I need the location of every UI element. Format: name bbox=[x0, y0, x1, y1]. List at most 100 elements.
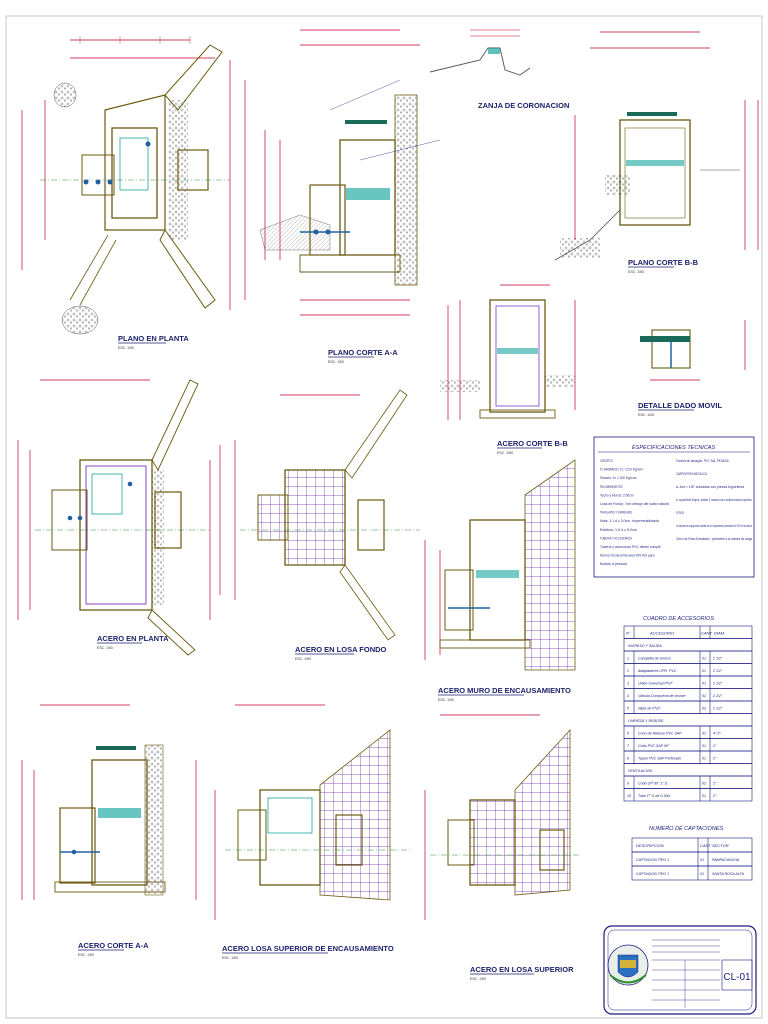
table-header-cell: ACCESORIO bbox=[649, 631, 674, 636]
view-title: ACERO EN PLANTA bbox=[97, 634, 169, 643]
table-header-cell: DIAM. bbox=[714, 631, 725, 636]
table-cell: 02 bbox=[702, 782, 706, 786]
view-scale: ESC. 1/50 bbox=[97, 646, 113, 650]
table-section-label: LIMPIEZA Y REBOSE bbox=[628, 719, 664, 723]
view-scale: ESC. 1/50 bbox=[438, 698, 454, 702]
view-scale: ESC. 1/50 bbox=[118, 346, 134, 350]
zanja-coronacion-view: ZANJA DE CORONACION bbox=[429, 29, 569, 110]
sheet-number: CL-01 bbox=[723, 972, 751, 983]
table-cell: Tubo F° G de 0.30m bbox=[638, 794, 670, 798]
table-cell: 2" bbox=[712, 782, 717, 786]
spec-line: Nota: 1.1 d ≤ 3.0cm, Impermeabilizado bbox=[600, 519, 659, 523]
acero-planta-view: ACERO EN PLANTA ESC. 1/50 bbox=[17, 379, 211, 656]
table-cell: 7 bbox=[627, 744, 630, 748]
table-cell: 01 bbox=[702, 669, 706, 673]
spec-line: TRASLAPES Y EMPALMES bbox=[600, 511, 632, 515]
table-cell: 2 1/2" bbox=[712, 669, 723, 673]
spec-line: CARPINTERIA METALICA bbox=[676, 472, 708, 476]
detalle-dado-view: DETALLE DADO MOVIL ESC. 1/25 bbox=[638, 320, 746, 417]
acero-losa-superior-view: ACERO EN LOSA SUPERIOR ESC. 1/50 bbox=[424, 714, 580, 981]
table-cell: 10 bbox=[627, 794, 631, 798]
spec-line: fluidos a presión bbox=[600, 562, 627, 566]
view-title: ACERO EN LOSA SUPERIOR bbox=[470, 965, 574, 974]
view-title: PLANO EN PLANTA bbox=[118, 334, 189, 343]
table-cell: 5 bbox=[627, 707, 629, 711]
view-scale: ESC. 1/50 bbox=[328, 360, 344, 364]
table-cell: Adaptadores UPR. PVC bbox=[637, 669, 677, 673]
spec-line: CONCRETO bbox=[600, 459, 613, 463]
spec-line: RECUBRIMIENTOS bbox=[600, 485, 622, 489]
table-cell: Válvula Compuerta de bronce bbox=[638, 694, 686, 698]
title-block: CL-01 bbox=[603, 925, 757, 1015]
view-scale: ESC. 1/50 bbox=[497, 451, 513, 455]
spec-line: La cámara de carga será dotada de un emp… bbox=[676, 524, 752, 528]
table-header-cell: SECTOR bbox=[712, 843, 729, 848]
view-scale: ESC. 1/25 bbox=[638, 413, 654, 417]
table-cell: 4 bbox=[627, 694, 629, 698]
specs-right-column: Tubería de desagüe: PVC SAL PESADACARPIN… bbox=[676, 459, 752, 541]
table-cell: CAPTACION TIPO 1 bbox=[636, 858, 669, 862]
table-cell: 01 bbox=[700, 858, 704, 862]
table-cell: 2 bbox=[626, 669, 629, 673]
view-scale: ESC. 1/50 bbox=[295, 657, 311, 661]
table-cell: 01 bbox=[702, 694, 706, 698]
spec-line: Solado: f'c =100 Kg/cm² bbox=[600, 476, 637, 480]
view-scale: ESC. 1/50 bbox=[78, 953, 94, 957]
table-cell: 1 bbox=[627, 657, 629, 661]
view-title: PLANO CORTE A-A bbox=[328, 348, 398, 357]
table-cell: 02 bbox=[702, 707, 706, 711]
table-cell: 2 1/2" bbox=[712, 657, 723, 661]
specs-panel: ESPECIFICACIONES TECNICAS CONCRETO f'c AR… bbox=[593, 436, 755, 578]
table-cell: 01 bbox=[702, 682, 706, 686]
spec-line: Estribos: 1.6 d ≤ 5.0cm bbox=[600, 528, 637, 532]
plano-planta-view: PLANO EN PLANTA ESC. 1/50 bbox=[21, 36, 246, 350]
table-cell: 4"-2" bbox=[713, 732, 721, 736]
view-title: ZANJA DE CORONACION bbox=[478, 101, 569, 110]
table-cell: Canastilla de bronce bbox=[638, 657, 671, 661]
table-header-cell: CANT bbox=[701, 631, 712, 636]
table-cell: 8 bbox=[627, 757, 629, 761]
table-cell: Tapón PVC SAP Perforado bbox=[638, 757, 681, 761]
captaciones-title: NUMERO DE CAPTACIONES bbox=[649, 826, 723, 832]
view-scale: ESC. 1/50 bbox=[628, 270, 644, 274]
view-title: PLANO CORTE B-B bbox=[628, 258, 699, 267]
view-title: ACERO MURO DE ENCAUSAMIENTO bbox=[438, 686, 571, 695]
table-cell: 9 bbox=[627, 782, 629, 786]
spec-line: b. superficie limpia, pintar 2 manos con… bbox=[676, 498, 752, 502]
spec-line: Losa de Fondo: 7cm debajo del suelo natu… bbox=[600, 502, 669, 506]
table-cell: 01 bbox=[702, 757, 706, 761]
view-title: ACERO CORTE B-B bbox=[497, 439, 568, 448]
spec-line: f'c ARMADO: f'c =210 Kg/cm² bbox=[600, 468, 643, 472]
table-cell: 01 bbox=[700, 872, 704, 876]
view-title: ACERO CORTE A-A bbox=[78, 941, 149, 950]
view-title: ACERO LOSA SUPERIOR DE ENCAUSAMIENTO bbox=[222, 944, 394, 953]
table-header-cell: N° bbox=[626, 631, 631, 636]
table-header-cell: DESCRIPCION bbox=[636, 843, 664, 848]
table-section-label: VENTILACION bbox=[628, 769, 652, 773]
table-cell: 01 bbox=[702, 657, 706, 661]
plano-corte-bb-view: PLANO CORTE B-B ESC. 1/50 bbox=[554, 31, 759, 274]
view-scale: ESC. 1/50 bbox=[470, 977, 486, 981]
table-cell: PAMPACANCHA bbox=[712, 858, 740, 862]
table-cell: 2" bbox=[712, 744, 717, 748]
view-scale: ESC. 1/50 bbox=[222, 956, 238, 960]
plano-corte-aa-view: PLANO CORTE A-A ESC. 1/50 bbox=[259, 29, 441, 364]
table-cell: 6 bbox=[627, 732, 629, 736]
spec-line: Norma Técnica Peruana 399.002 para bbox=[600, 554, 655, 558]
acero-corte-aa-view: ACERO CORTE A-A ESC. 1/50 bbox=[21, 704, 197, 957]
spec-line: a. Ant = 1/8" soldadas con piezas foguel… bbox=[676, 485, 745, 489]
table-cell: 2" bbox=[712, 757, 717, 761]
table-cell: Unión Universal PºGº bbox=[638, 682, 673, 686]
table-cell: 2 1/2" bbox=[712, 694, 723, 698]
table-cell: 01 bbox=[702, 744, 706, 748]
acero-losa-fondo-view: ACERO EN LOSA FONDO ESC. 1/50 bbox=[219, 389, 420, 661]
table-cell: 2 1/2" bbox=[712, 707, 723, 711]
table-cell: CAPTACION TIPO 1 bbox=[636, 872, 669, 876]
accessories-title: CUADRO DE ACCESORIOS bbox=[643, 616, 714, 622]
specs-title: ESPECIFICACIONES TECNICAS bbox=[632, 445, 715, 451]
municipal-seal bbox=[607, 944, 649, 986]
